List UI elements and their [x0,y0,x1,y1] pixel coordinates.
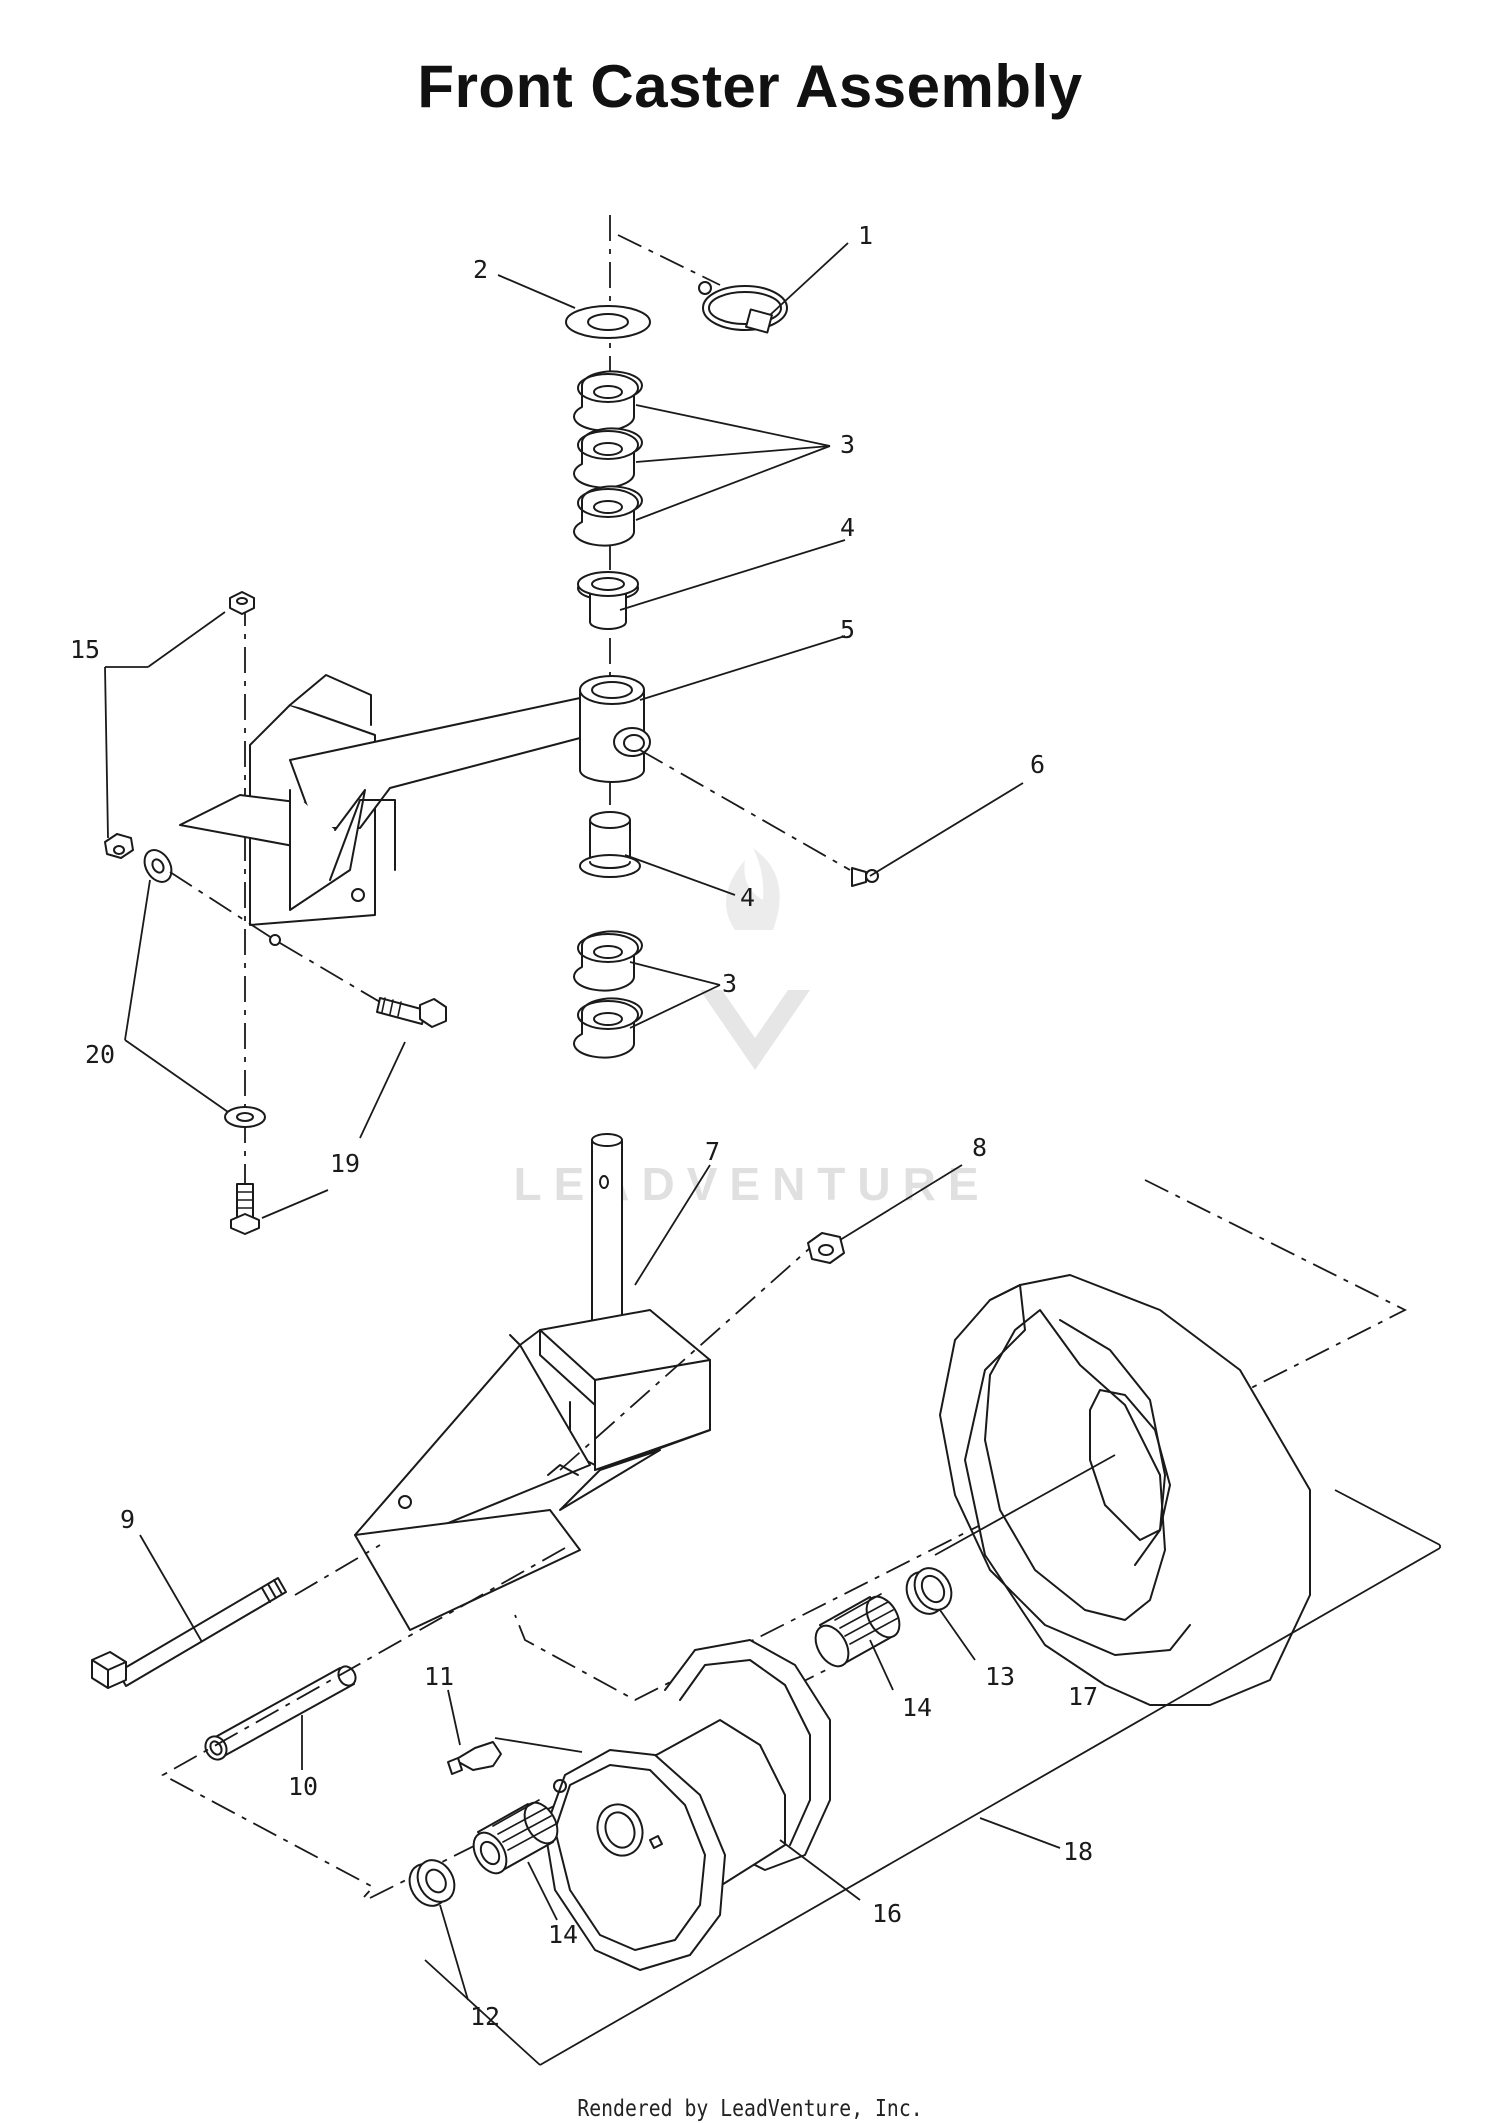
callout-14-left: 14 [548,1920,578,1949]
callout-2: 2 [473,255,488,284]
callout-6: 6 [1030,750,1045,779]
callout-11: 11 [424,1662,454,1691]
wheel-envelope-upper [514,1179,1408,1702]
leadventure-watermark: LEADVENTURE [513,848,990,1210]
flat-washer-top [565,305,651,339]
callout-4-upper: 4 [840,513,855,542]
diagram-title: Front Caster Assembly [417,53,1083,120]
leader-lines [104,242,1061,2001]
wheel-envelope-lower [161,1547,566,1898]
callout-4-lower: 4 [740,883,755,912]
caster-arm-bracket [179,674,651,946]
callout-8: 8 [972,1133,987,1162]
split-spacer-upper-3 [573,485,643,547]
callout-18: 18 [1063,1837,1093,1866]
axle-bolt [91,1544,381,1689]
bracket-nut-left [104,833,134,859]
callout-1: 1 [858,221,873,250]
callout-9: 9 [120,1505,135,1534]
callout-16: 16 [872,1899,902,1928]
callout-5: 5 [840,615,855,644]
bracket-nut-top [229,591,255,615]
roller-bearing-right [814,1593,901,1668]
callout-17: 17 [1068,1682,1098,1711]
split-spacer-upper-1 [573,370,643,432]
hairpin-clip [617,234,788,334]
callout-3-upper: 3 [840,430,855,459]
grease-seal [905,1567,953,1615]
callout-15: 15 [70,635,100,664]
bracket-washer-bottom [224,1106,266,1128]
roller-bearing-left [472,1799,559,1875]
footer-credit: Rendered by LeadVenture, Inc. [577,2096,923,2122]
flange-bushing-upper [577,571,639,630]
watermark-text: LEADVENTURE [513,1158,990,1210]
callout-10: 10 [288,1772,318,1801]
flange-bushing-lower [579,811,641,878]
callout-12: 12 [470,2002,500,2031]
wheel-assembly-bracket-lines [424,1489,1441,2066]
spacer-tube [204,1665,357,1761]
split-spacer-lower-2 [573,997,643,1059]
caster-fork [354,1133,711,1631]
split-spacer-lower-1 [573,930,643,992]
callout-numbers: 1 2 3 3 4 4 5 6 7 8 9 10 11 12 13 14 14 … [70,221,1098,2031]
callout-13: 13 [985,1662,1015,1691]
callout-14-right: 14 [902,1693,932,1722]
rim-grease-fitting [447,1737,583,1775]
bracket-bolt-side [376,997,447,1028]
bracket-washer-left [143,849,386,1006]
axle-nut [807,1232,845,1264]
grease-fitting [639,749,879,887]
tire [934,1274,1311,1706]
bracket-bolt-bottom [230,1183,260,1235]
callout-20: 20 [85,1040,115,1069]
callout-19: 19 [330,1149,360,1178]
grease-seal-left [408,1859,456,1907]
callout-3-lower: 3 [722,969,737,998]
split-spacer-upper-2 [573,427,643,489]
wheel-rim [544,1639,831,1971]
callout-7: 7 [705,1137,720,1166]
axle-centerline-upper [559,1247,811,1471]
